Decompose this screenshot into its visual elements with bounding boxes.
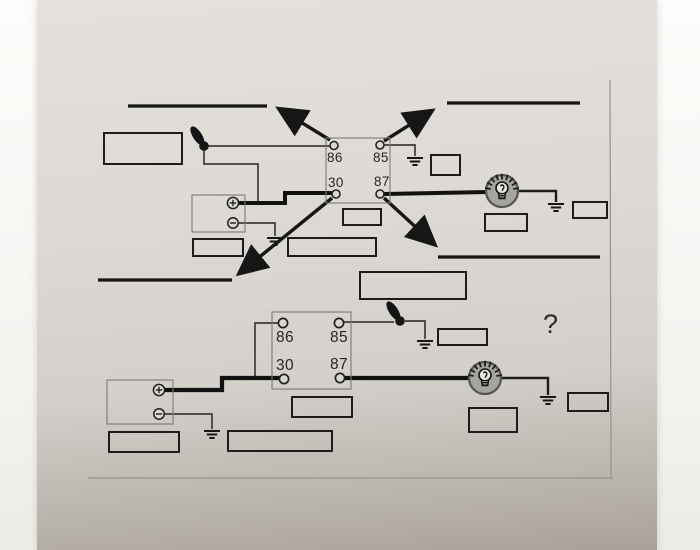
ground-icon <box>416 340 434 349</box>
pin-label-30: 30 <box>276 357 295 374</box>
relay-pin-30 <box>331 189 341 199</box>
battery-box <box>106 379 174 425</box>
worksheet-paper <box>37 0 657 550</box>
blank-bottom-bulb-ground-label <box>567 392 609 412</box>
relay-box <box>325 137 391 204</box>
ground-icon <box>547 203 565 212</box>
bottom-diagram <box>106 299 557 439</box>
relay-pin-87 <box>375 189 385 199</box>
power-wire <box>164 375 469 393</box>
relay-pin-85 <box>375 140 385 150</box>
blank-top-85-ground-label <box>430 154 461 176</box>
relay-pin-87 <box>334 372 346 384</box>
relay-pin-30 <box>278 373 290 385</box>
battery-box <box>191 194 246 233</box>
toggle-switch-icon <box>187 124 209 151</box>
pin-label-87: 87 <box>330 356 349 373</box>
pin-label-85: 85 <box>330 329 349 346</box>
answer-line <box>98 101 600 282</box>
light-bulb-icon <box>466 359 504 396</box>
top-diagram <box>98 101 600 282</box>
blank-bottom-battery-ground-label <box>227 430 333 452</box>
pin-label-86: 86 <box>276 329 295 346</box>
printed-page-border <box>88 79 613 479</box>
light-bulb-icon <box>483 172 521 209</box>
blank-top-bulb-label <box>484 213 528 232</box>
battery-negative-icon <box>227 217 239 229</box>
blank-bottom-relay-top-label <box>359 271 467 300</box>
power-wire <box>237 190 489 205</box>
blank-bottom-battery-label <box>108 431 180 453</box>
ground-icon <box>406 157 424 166</box>
relay-pin-86 <box>329 140 339 151</box>
wire <box>502 376 550 395</box>
wire <box>518 189 558 202</box>
pin-label-87: 87 <box>374 174 390 189</box>
wire <box>203 144 416 236</box>
ground-icon <box>203 430 221 439</box>
pin-label-85: 85 <box>373 150 389 165</box>
pin-label-86: 86 <box>327 150 343 165</box>
battery-positive-icon <box>226 196 240 210</box>
ground-icon <box>539 396 557 405</box>
blank-top-switch-label <box>103 132 183 165</box>
blank-top-battery-label <box>192 238 244 257</box>
blank-top-bulb-ground-label <box>572 201 608 219</box>
battery-negative-icon <box>153 408 165 420</box>
battery-positive-icon <box>152 383 166 397</box>
blank-bottom-relay-label <box>291 396 353 418</box>
relay-box <box>271 311 352 390</box>
question-mark: ? <box>543 309 559 339</box>
blank-top-relay-label <box>342 208 382 226</box>
blank-bottom-switch-ground-label <box>437 328 488 346</box>
blank-bottom-bulb-label <box>468 407 518 433</box>
arrow-icon <box>235 106 439 277</box>
relay-pin-85 <box>333 317 345 329</box>
blank-top-battery-ground-label <box>287 237 377 257</box>
relay-pin-86 <box>277 317 289 329</box>
pin-label-30: 30 <box>328 175 344 190</box>
